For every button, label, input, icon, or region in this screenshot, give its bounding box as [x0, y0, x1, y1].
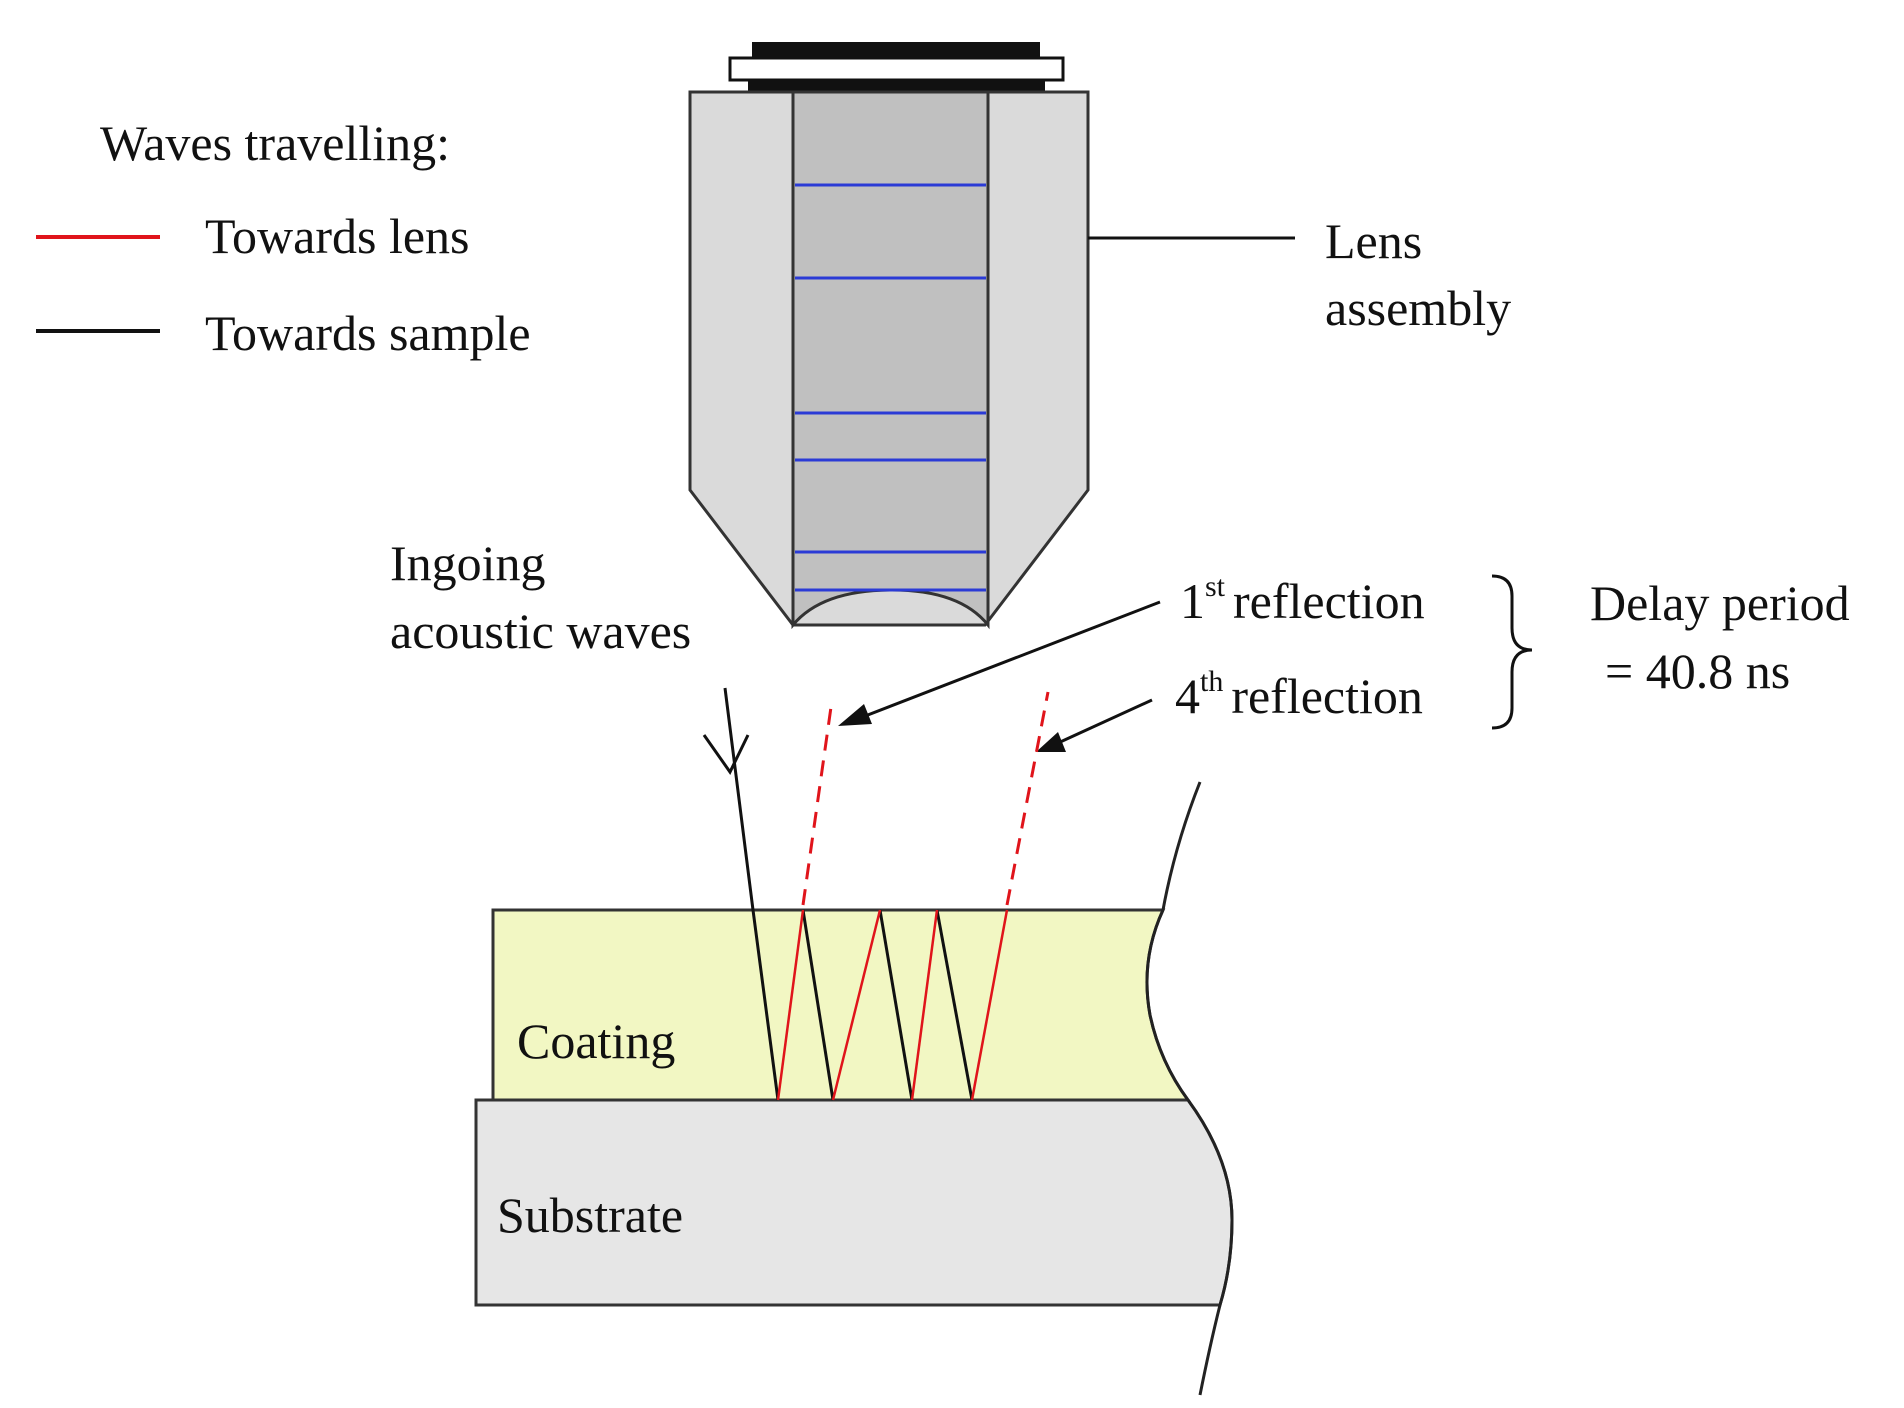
- reflection-path-towards-lens: [910, 909, 939, 1101]
- cutaway-break-line: [1145, 781, 1234, 1396]
- ingoing-wave: [702, 687, 780, 1101]
- reflection-1-suffix: st: [1205, 570, 1226, 603]
- reflection-path-towards-sample: [935, 909, 974, 1101]
- lens-core: [791, 90, 990, 630]
- arrow-icon: [702, 734, 750, 775]
- lens-assembly-label-line1: Lens: [1325, 213, 1422, 269]
- arrow-icon: [1057, 698, 1153, 745]
- first-reflection-wave: [801, 699, 834, 906]
- reflection-path-towards-lens: [970, 909, 1009, 1101]
- lens-top-cap: [752, 42, 1040, 60]
- reflection-path-towards-sample: [878, 909, 914, 1101]
- lens-assembly: [688, 42, 1295, 630]
- reflection-path-towards-lens: [776, 909, 805, 1101]
- brace-icon: [1491, 574, 1533, 730]
- arrow-icon: [838, 704, 872, 726]
- reflection-path-towards-sample: [801, 909, 835, 1101]
- delay-period-value: = 40.8 ns: [1605, 643, 1790, 699]
- reflection-arrows: [838, 600, 1161, 752]
- lens-assembly-label-line2: assembly: [1325, 280, 1511, 336]
- coating-label: Coating: [517, 1013, 675, 1069]
- fourth-reflection-wave: [1005, 691, 1050, 906]
- legend: Waves travelling: Towards lens Towards s…: [36, 115, 531, 361]
- arrow-icon: [1036, 732, 1066, 752]
- legend-label-towards-lens: Towards lens: [205, 208, 470, 264]
- ingoing-label-line1: Ingoing: [390, 535, 546, 591]
- reflection-path-towards-lens: [831, 909, 882, 1101]
- legend-label-towards-sample: Towards sample: [205, 305, 531, 361]
- lens-collar: [728, 56, 1065, 82]
- delay-period-label: Delay period: [1590, 575, 1850, 631]
- arrow-icon: [859, 600, 1161, 720]
- reflection-4-text: reflection: [1231, 668, 1423, 724]
- reflection-4-suffix: th: [1200, 665, 1223, 698]
- substrate-label: Substrate: [497, 1187, 683, 1243]
- ingoing-label-line2: acoustic waves: [390, 603, 691, 659]
- reflection-zigzag: [776, 909, 1009, 1101]
- reflection-1-text: reflection: [1233, 573, 1425, 629]
- outgoing-reflections: [801, 691, 1050, 906]
- reflection-1-number: 1: [1180, 573, 1205, 629]
- reflection-4-number: 4: [1175, 668, 1200, 724]
- legend-title: Waves travelling:: [100, 115, 450, 171]
- lens-internal-lines: [795, 183, 986, 592]
